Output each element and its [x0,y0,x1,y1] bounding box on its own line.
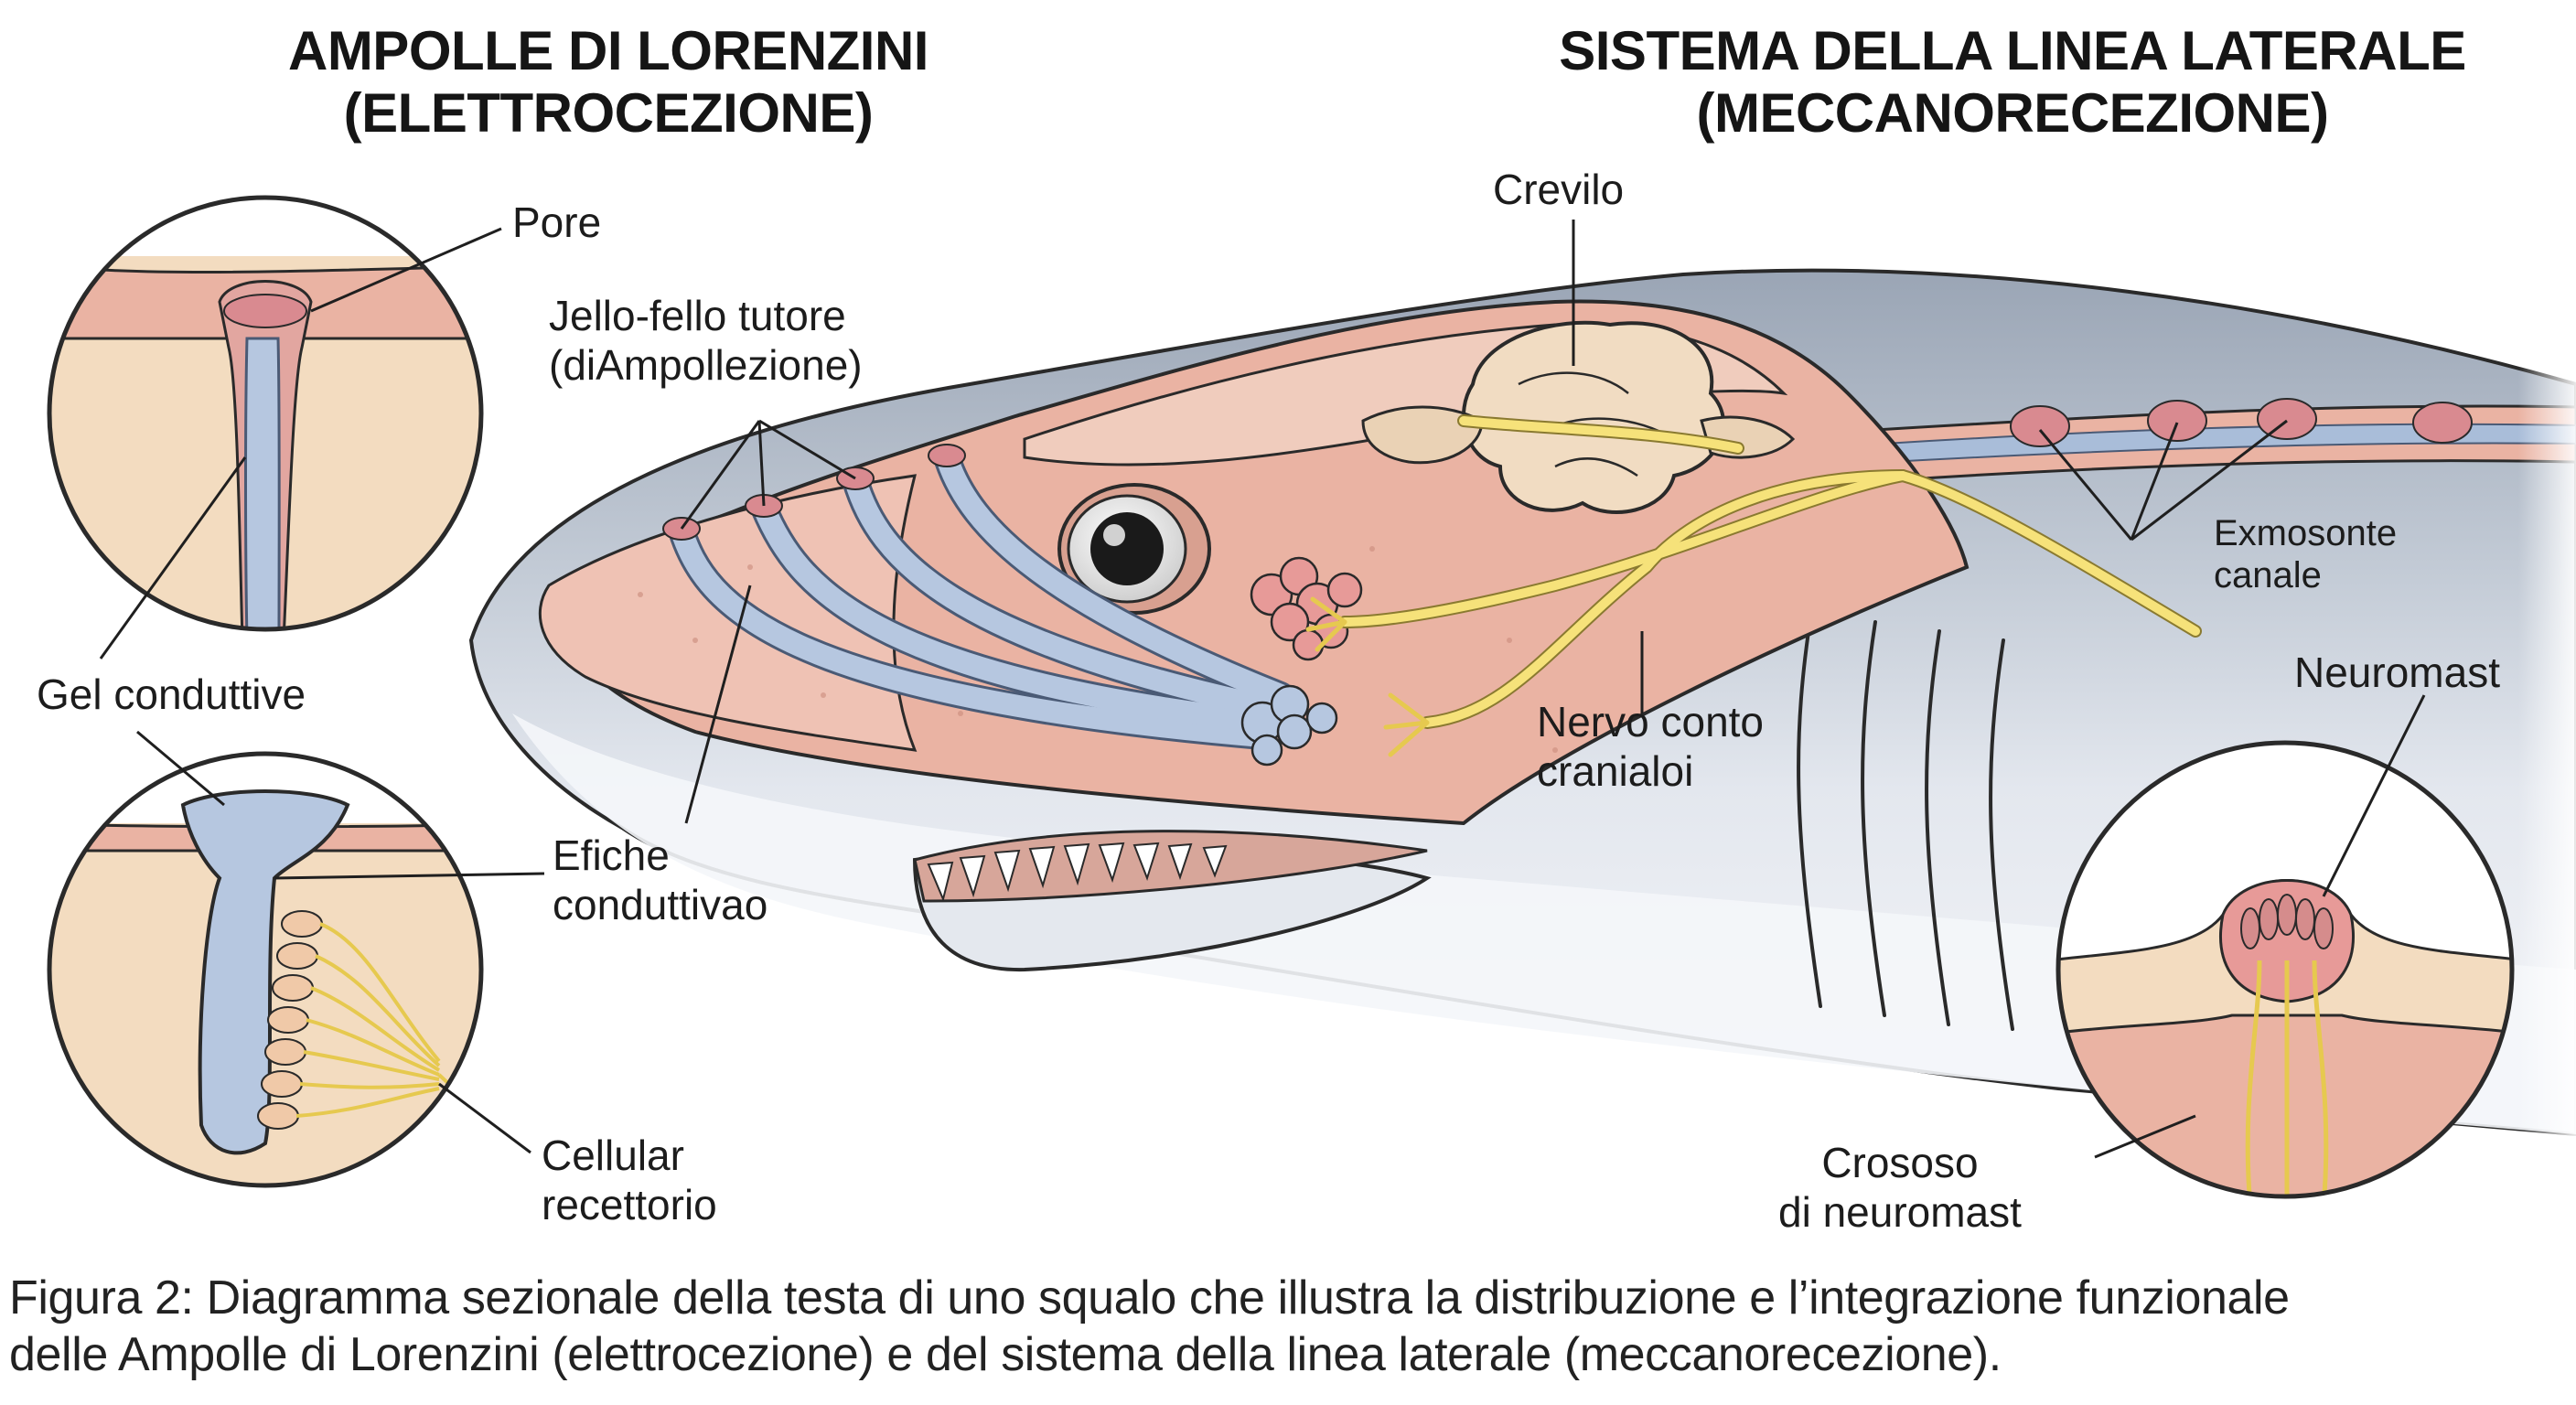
label-cross-line2: di neuromast [1778,1188,2022,1236]
ampullae-canals [668,444,1294,750]
heading-lateral-line: SISTEMA DELLA LINEA LATERALE (MECCANOREC… [1500,20,2525,145]
label-receptor-line2: recettorio [542,1181,717,1228]
label-jelly: Jello-fello tutore (diAmpollezione) [549,291,863,390]
label-cross-line1: Crososo [1821,1139,1979,1186]
heading-lateral-line-line2: (MECCANORECEZIONE) [1696,82,2330,144]
heading-lateral-line-line1: SISTEMA DELLA LINEA LATERALE [1559,20,2466,81]
inset-ampulla [47,751,484,1188]
figure-caption-line1: Figura 2: Diagramma sezionale della test… [9,1271,2290,1325]
label-effect-line2: conduttivao [553,881,768,928]
label-neuromast: Neuromast [2294,649,2500,696]
label-jelly-line1: Jello-fello tutore [549,292,846,339]
label-canal-line1: Exmosonte [2214,513,2398,553]
figure-caption: Figura 2: Diagramma sezionale della test… [9,1270,2571,1383]
label-receptor: Cellular recettorio [542,1131,717,1229]
heading-ampullae-line1: AMPOLLE DI LORENZINI [288,20,928,81]
head-cross-section [538,299,2202,826]
label-gel: Gel conduttive [37,670,306,718]
label-receptor-line1: Cellular [542,1132,684,1179]
figure-caption-line2: delle Ampolle di Lorenzini (elettrocezio… [9,1328,2002,1381]
label-nerve-line1: Nervo conto [1537,698,1765,745]
shark-eye [1057,483,1211,615]
label-effect: Efiche conduttivao [553,831,767,929]
cranial-nerves [1305,414,2202,757]
label-effect-line1: Efiche [553,831,670,879]
label-pore: Pore [512,198,602,246]
label-jelly-line2: (diAmpollezione) [549,341,863,389]
heading-ampullae-line2: (ELETTROCEZIONE) [343,82,874,144]
label-canal-line2: canale [2214,555,2322,595]
label-nerve-line2: cranialoi [1537,747,1694,795]
leader-lines [99,220,2426,1159]
label-canal: Exmosonte canale [2214,512,2397,596]
heading-ampullae: AMPOLLE DI LORENZINI (ELETTROCEZIONE) [247,20,970,145]
label-brain: Crevilo [1493,166,1625,213]
label-nerve: Nervo conto cranialoi [1537,697,1764,796]
label-neuromast-cross: Crososo di neuromast [1778,1138,2022,1237]
